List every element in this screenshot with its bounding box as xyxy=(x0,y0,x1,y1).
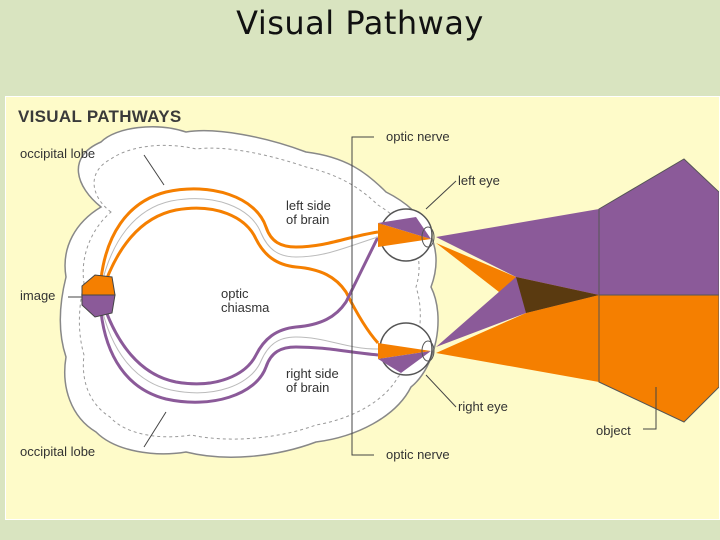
label-right-side-brain: right side of brain xyxy=(286,366,339,395)
purple-tract-inner xyxy=(99,236,380,386)
overlap-region xyxy=(516,277,599,313)
optic-nerve-bracket xyxy=(351,136,374,456)
left-eye-purple xyxy=(378,217,431,239)
left-eye-lens xyxy=(421,226,435,248)
orange-tract-inner xyxy=(99,206,380,345)
visual-pathways-figure: VISUAL PATHWAYS occipital lobe occipital… xyxy=(5,96,720,520)
label-occipital-lobe-bottom: occipital lobe xyxy=(20,444,96,459)
label-right-eye: right eye xyxy=(458,399,508,414)
object-bottom xyxy=(598,294,719,423)
leader-occipital-bottom xyxy=(143,411,167,448)
image-hexagon-top xyxy=(81,274,116,296)
object-top xyxy=(598,158,719,296)
label-left-eye: left eye xyxy=(458,173,500,188)
label-occipital-lobe-top: occipital lobe xyxy=(20,146,96,161)
image-hexagon-bottom xyxy=(81,294,116,318)
leader-object xyxy=(643,387,657,430)
figure-title: VISUAL PATHWAYS xyxy=(18,107,182,126)
right-eye-orange-field xyxy=(436,295,599,382)
leader-right-eye xyxy=(425,374,457,408)
slide-title: Visual Pathway xyxy=(236,4,484,42)
tract-grey-lines xyxy=(100,198,379,288)
label-image: image xyxy=(20,288,56,303)
diagram-canvas xyxy=(59,126,719,458)
label-optic-nerve-bottom: optic nerve xyxy=(386,447,450,462)
leader-left-eye xyxy=(425,180,457,210)
left-eye-purple-field xyxy=(436,209,599,295)
right-eye-purple xyxy=(378,351,431,373)
orange-tract-outer xyxy=(99,187,379,280)
label-left-side-brain: left side of brain xyxy=(286,198,331,227)
label-optic-chiasma: optic chiasma xyxy=(221,286,270,315)
brain-inner-dashed xyxy=(78,144,421,440)
right-eye-orange xyxy=(378,343,431,359)
purple-tract-outer xyxy=(99,311,379,404)
tract-grey-lines-lower xyxy=(100,304,379,394)
leader-occipital-top xyxy=(143,154,165,186)
label-optic-nerve-top: optic nerve xyxy=(386,129,450,144)
right-eye-lens xyxy=(421,340,435,362)
label-object: object xyxy=(596,423,631,438)
left-eye-orange xyxy=(378,223,431,247)
